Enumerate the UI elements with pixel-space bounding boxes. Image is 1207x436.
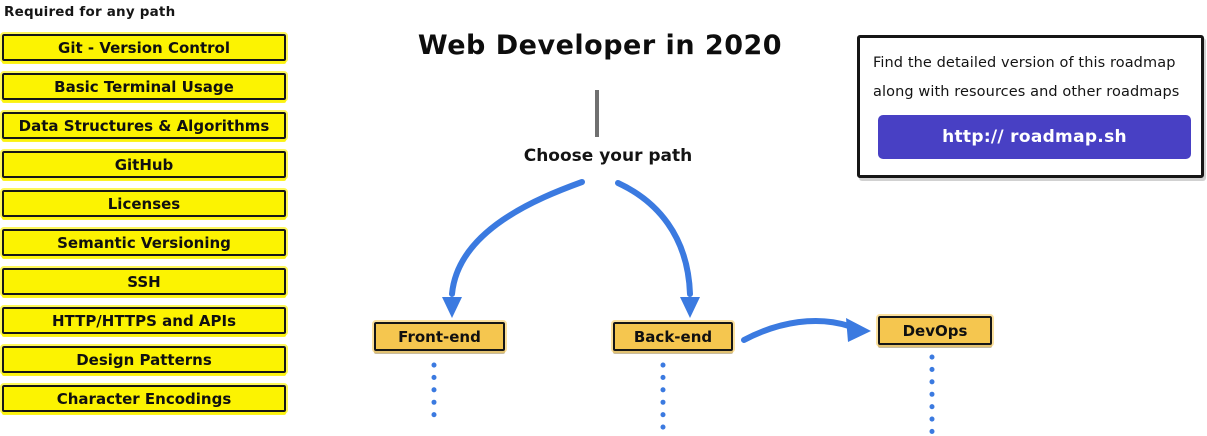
required-item-git: Git - Version Control [0,32,288,63]
required-item-terminal: Basic Terminal Usage [0,71,288,102]
roadmap-url-button[interactable]: http:// roadmap.sh [878,115,1191,159]
required-item-github: GitHub [0,149,288,180]
split-arrow-right-head-icon [680,297,700,318]
required-item-semver: Semantic Versioning [0,227,288,258]
roadmap-info-box: Find the detailed version of this roadma… [857,35,1204,178]
path-node-frontend: Front-end [372,320,507,353]
info-text-line1: Find the detailed version of this roadma… [873,55,1176,71]
path-node-backend: Back-end [611,320,735,353]
required-item-design-patterns: Design Patterns [0,344,288,375]
path-node-devops: DevOps [876,314,994,347]
required-item-licenses: Licenses [0,188,288,219]
required-item-ssh: SSH [0,266,288,297]
choose-path-label: Choose your path [523,146,693,166]
devops-arrow-head-icon [846,318,871,342]
split-arrow-right [615,180,693,297]
required-item-http: HTTP/HTTPS and APIs [0,305,288,336]
page-title: Web Developer in 2020 [417,30,783,61]
backend-to-devops-arrow [741,317,852,343]
required-item-dsa: Data Structures & Algorithms [0,110,288,141]
split-arrow-left [449,179,585,297]
required-panel: Required for any path Git - Version Cont… [0,4,288,424]
split-arrow-left-head-icon [442,297,462,318]
required-item-encodings: Character Encodings [0,383,288,414]
required-panel-heading: Required for any path [4,4,176,20]
info-text-line2: along with resources and other roadmaps [873,84,1180,100]
